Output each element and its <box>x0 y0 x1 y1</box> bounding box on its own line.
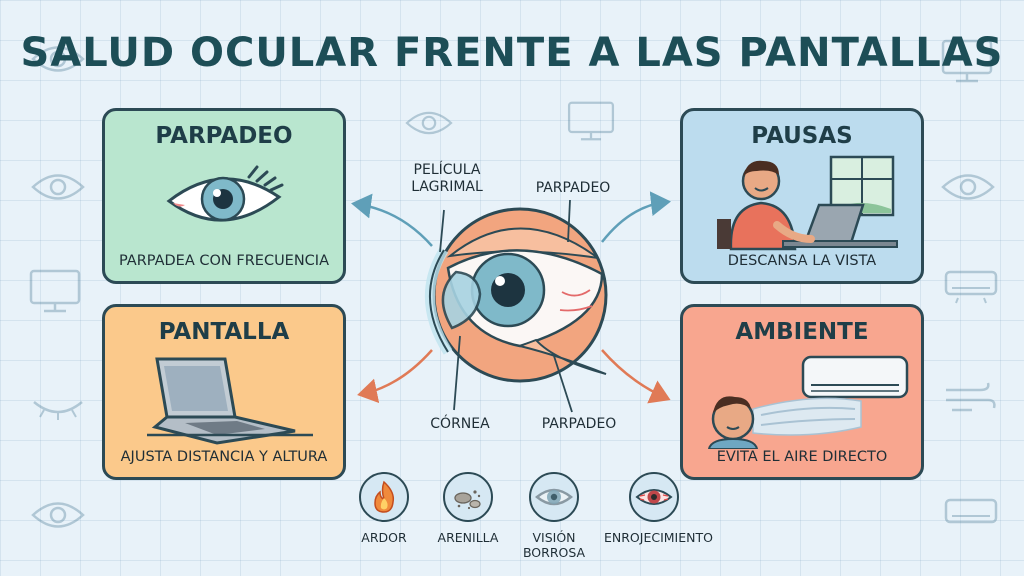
symptom-icon-circle <box>359 472 409 522</box>
connector-arrow <box>601 191 671 243</box>
label-pelicula-lagrimal: PELÍCULA LAGRIMAL <box>411 162 483 195</box>
red-eye-icon <box>635 489 673 505</box>
symptom-label: ENROJECIMIENTO <box>604 530 713 545</box>
blurred-eye-icon <box>535 488 573 506</box>
leader-line <box>439 209 445 253</box>
bg-eye-icon <box>941 174 995 200</box>
card-parpadeo: PARPADEO PARPADEA CON FRECUENCIA <box>102 108 346 284</box>
card-title: PANTALLA <box>158 319 290 345</box>
label-parpadeo-bottom: PARPADEO <box>541 416 617 432</box>
card-pausas: PAUSAS DESCANSA LA VISTA <box>680 108 924 284</box>
bg-eye-icon <box>31 46 85 72</box>
flame-icon <box>374 480 395 513</box>
card-caption: DESCANSA LA VISTA <box>727 253 877 269</box>
connector-arrow <box>351 193 433 247</box>
page-title: SALUD OCULAR FRENTE A LAS PANTALLAS <box>20 30 1004 76</box>
card-caption: AJUSTA DISTANCIA Y ALTURA <box>120 449 328 465</box>
bg-air-conditioner-icon <box>944 498 998 524</box>
open-eye-icon <box>166 165 284 222</box>
bg-monitor-icon <box>941 39 993 83</box>
connector-arrow <box>357 349 433 404</box>
leader-line <box>453 335 461 411</box>
card-caption: PARPADEA CON FRECUENCIA <box>118 253 330 269</box>
sand-icon <box>454 490 481 510</box>
bg-air-conditioner-icon <box>944 270 998 304</box>
label-parpadeo-top: PARPADEO <box>535 180 611 196</box>
bg-wind-icon <box>946 382 996 412</box>
symptom-enrojecimiento: ENROJECIMIENTO <box>604 472 713 545</box>
laptop-icon <box>147 357 313 445</box>
eye-anatomy-diagram <box>351 191 671 413</box>
symptom-label: VISIÓN BORROSA <box>522 530 586 560</box>
symptom-vision-borrosa: VISIÓN BORROSA <box>504 472 604 560</box>
connector-arrow <box>601 349 671 404</box>
label-cornea: CÓRNEA <box>430 416 490 432</box>
symptom-label: ARDOR <box>361 530 407 545</box>
card-title: AMBIENTE <box>735 319 869 345</box>
bg-eye-icon <box>31 174 85 200</box>
symptom-icon-circle <box>629 472 679 522</box>
symptom-label: ARENILLA <box>437 530 499 545</box>
symptom-icon-circle <box>529 472 579 522</box>
symptom-icon-circle <box>443 472 493 522</box>
symptom-ardor: ARDOR <box>334 472 434 545</box>
card-ambiente: AMBIENTE EVITA EL AIRE DIRECTO <box>680 304 924 480</box>
bg-monitor-icon <box>567 101 615 141</box>
card-title: PARPADEO <box>155 123 293 149</box>
card-title: PAUSAS <box>751 123 853 149</box>
person-at-laptop-icon <box>717 155 898 251</box>
leader-line <box>553 355 573 413</box>
card-caption: EVITA EL AIRE DIRECTO <box>716 449 888 465</box>
bg-eye-icon <box>405 111 453 135</box>
bg-closed-eye-icon <box>33 401 83 420</box>
leader-line <box>567 199 571 243</box>
symptom-arenilla: ARENILLA <box>418 472 518 545</box>
card-pantalla: PANTALLA AJUSTA DISTANCIA Y ALTURA <box>102 304 346 480</box>
bg-monitor-icon <box>29 269 81 313</box>
bg-eye-icon <box>31 502 85 528</box>
air-conditioner-person-icon <box>707 355 909 449</box>
